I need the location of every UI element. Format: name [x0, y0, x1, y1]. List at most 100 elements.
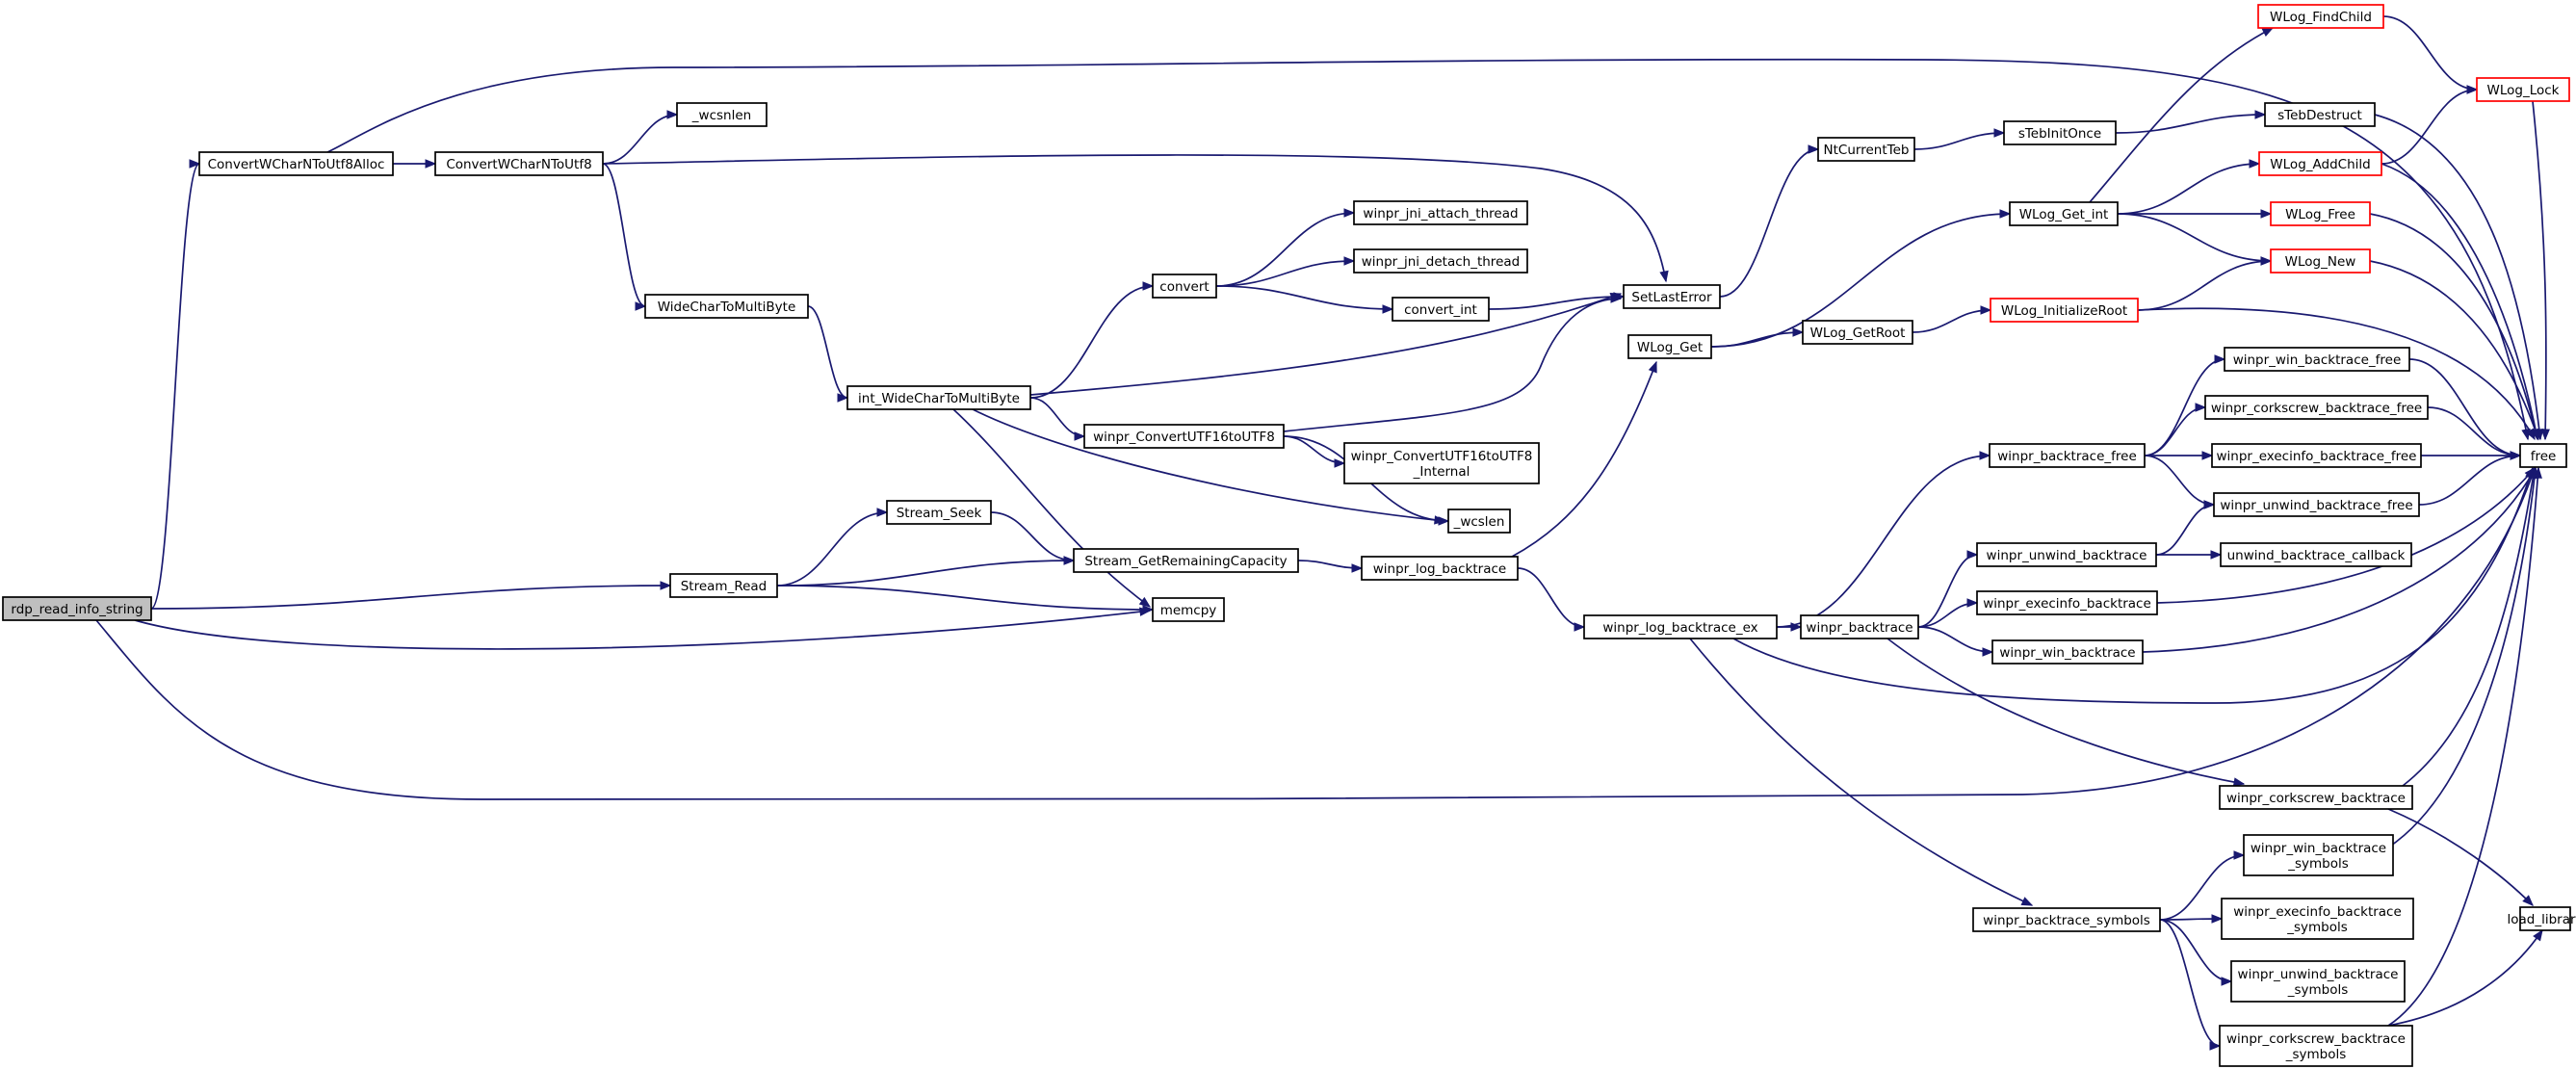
- node-wcorkfree[interactable]: winpr_corkscrew_backtrace_free: [2204, 395, 2429, 420]
- node-box[interactable]: [1976, 590, 2158, 615]
- node-loadlib[interactable]: load_library: [2507, 906, 2576, 931]
- node-box[interactable]: [2258, 151, 2382, 176]
- node-box[interactable]: [1800, 614, 1919, 639]
- node-box[interactable]: [886, 500, 992, 525]
- node-sread[interactable]: Stream_Read: [669, 573, 778, 598]
- node-wlfree[interactable]: WLog_Free: [2270, 201, 2371, 226]
- node-wcorkbt[interactable]: winpr_corkscrew_backtrace: [2219, 785, 2413, 810]
- node-wunwsym[interactable]: winpr_unwind_backtrace_symbols: [2230, 960, 2406, 1003]
- node-wladd[interactable]: WLog_AddChild: [2258, 151, 2382, 176]
- node-unwcb[interactable]: unwind_backtrace_callback: [2220, 542, 2412, 567]
- node-wwinsym[interactable]: winpr_win_backtrace_symbols: [2243, 834, 2394, 876]
- node-box[interactable]: [2211, 443, 2422, 468]
- node-wbtfree[interactable]: winpr_backtrace_free: [1989, 443, 2146, 468]
- node-wlbt[interactable]: winpr_log_backtrace: [1361, 556, 1519, 581]
- node-wcsnlen[interactable]: _wcsnlen: [676, 102, 768, 127]
- node-jniatt[interactable]: winpr_jni_attach_thread: [1353, 200, 1528, 225]
- node-box[interactable]: [1083, 424, 1285, 449]
- node-iwctmb[interactable]: int_WideCharToMultiByte: [846, 385, 1031, 410]
- node-box[interactable]: [2519, 906, 2571, 931]
- node-convert[interactable]: convert: [1152, 274, 1217, 299]
- node-box[interactable]: [1976, 542, 2157, 567]
- node-box[interactable]: [2270, 201, 2371, 226]
- node-box[interactable]: [2270, 248, 2371, 274]
- node-cw8[interactable]: ConvertWCharNToUtf8: [434, 151, 604, 176]
- node-box[interactable]: [2476, 77, 2570, 102]
- node-wcorksym[interactable]: winpr_corkscrew_backtrace_symbols: [2219, 1025, 2413, 1067]
- node-sseek[interactable]: Stream_Seek: [886, 500, 992, 525]
- node-box[interactable]: [1343, 442, 1540, 484]
- node-wllock[interactable]: WLog_Lock: [2476, 77, 2570, 102]
- node-box[interactable]: [1152, 274, 1217, 299]
- node-wlinit[interactable]: WLog_InitializeRoot: [1990, 298, 2139, 323]
- node-box[interactable]: [2219, 785, 2413, 810]
- node-box[interactable]: [1361, 556, 1519, 581]
- node-box[interactable]: [1392, 297, 1490, 322]
- node-box[interactable]: [2009, 201, 2119, 226]
- node-box[interactable]: [2264, 102, 2376, 127]
- node-box[interactable]: [2204, 395, 2429, 420]
- node-box[interactable]: [2519, 443, 2567, 468]
- node-box[interactable]: [2220, 542, 2412, 567]
- node-box[interactable]: [1353, 200, 1528, 225]
- node-wlgetroot[interactable]: WLog_GetRoot: [1802, 320, 1913, 345]
- node-box[interactable]: [1991, 639, 2144, 665]
- node-memcpy[interactable]: memcpy: [1152, 597, 1225, 622]
- node-box[interactable]: [2213, 492, 2420, 517]
- node-box[interactable]: [434, 151, 604, 176]
- node-rdp[interactable]: rdp_read_info_string: [2, 596, 152, 621]
- node-wlbtex[interactable]: winpr_log_backtrace_ex: [1583, 614, 1778, 639]
- node-cu16i[interactable]: winpr_ConvertUTF16toUTF8_Internal: [1343, 442, 1540, 484]
- node-wexecsym[interactable]: winpr_execinfo_backtrace_symbols: [2221, 898, 2414, 940]
- node-box[interactable]: [1817, 137, 1915, 162]
- node-box[interactable]: [198, 151, 394, 176]
- node-box[interactable]: [1073, 548, 1299, 573]
- node-wbtsym[interactable]: winpr_backtrace_symbols: [1972, 907, 2161, 932]
- node-box[interactable]: [2219, 1025, 2413, 1067]
- node-wlget[interactable]: WLog_Get: [1627, 334, 1712, 359]
- node-box[interactable]: [669, 573, 778, 598]
- node-wlfind[interactable]: WLog_FindChild: [2257, 4, 2384, 29]
- node-wlnew[interactable]: WLog_New: [2270, 248, 2371, 274]
- node-box[interactable]: [2, 596, 152, 621]
- node-wctmb[interactable]: WideCharToMultiByte: [644, 294, 809, 319]
- node-ntct[interactable]: NtCurrentTeb: [1817, 137, 1915, 162]
- node-free[interactable]: free: [2519, 443, 2567, 468]
- node-box[interactable]: [2224, 347, 2410, 372]
- node-box[interactable]: [1989, 443, 2146, 468]
- node-sgrc[interactable]: Stream_GetRemainingCapacity: [1073, 548, 1299, 573]
- node-box[interactable]: [644, 294, 809, 319]
- node-stdes[interactable]: sTebDestruct: [2264, 102, 2376, 127]
- node-wbt[interactable]: winpr_backtrace: [1800, 614, 1919, 639]
- node-box[interactable]: [1447, 508, 1511, 534]
- node-wexecfree[interactable]: winpr_execinfo_backtrace_free: [2211, 443, 2422, 468]
- node-convint[interactable]: convert_int: [1392, 297, 1490, 322]
- node-box[interactable]: [2243, 834, 2394, 876]
- node-box[interactable]: [676, 102, 768, 127]
- node-jnidet[interactable]: winpr_jni_detach_thread: [1353, 248, 1528, 274]
- node-wwinbtfree[interactable]: winpr_win_backtrace_free: [2224, 347, 2410, 372]
- node-wunwfree[interactable]: winpr_unwind_backtrace_free: [2213, 492, 2420, 517]
- node-setlast[interactable]: SetLastError: [1623, 284, 1721, 309]
- node-box[interactable]: [846, 385, 1031, 410]
- node-box[interactable]: [1627, 334, 1712, 359]
- node-box[interactable]: [2221, 898, 2414, 940]
- node-box[interactable]: [1583, 614, 1778, 639]
- node-box[interactable]: [1152, 597, 1225, 622]
- node-box[interactable]: [1972, 907, 2161, 932]
- node-wunwbt[interactable]: winpr_unwind_backtrace: [1976, 542, 2157, 567]
- node-box[interactable]: [1990, 298, 2139, 323]
- node-stio[interactable]: sTebInitOnce: [2003, 120, 2117, 145]
- node-box[interactable]: [2257, 4, 2384, 29]
- node-box[interactable]: [1623, 284, 1721, 309]
- node-box[interactable]: [2230, 960, 2406, 1003]
- node-cu16[interactable]: winpr_ConvertUTF16toUTF8: [1083, 424, 1285, 449]
- node-cwa[interactable]: ConvertWCharNToUtf8Alloc: [198, 151, 394, 176]
- node-wlgetint[interactable]: WLog_Get_int: [2009, 201, 2119, 226]
- node-box[interactable]: [1802, 320, 1913, 345]
- node-box[interactable]: [1353, 248, 1528, 274]
- node-box[interactable]: [2003, 120, 2117, 145]
- node-wexecbt[interactable]: winpr_execinfo_backtrace: [1976, 590, 2158, 615]
- node-wwinbt[interactable]: winpr_win_backtrace: [1991, 639, 2144, 665]
- node-wcslen[interactable]: _wcslen: [1447, 508, 1511, 534]
